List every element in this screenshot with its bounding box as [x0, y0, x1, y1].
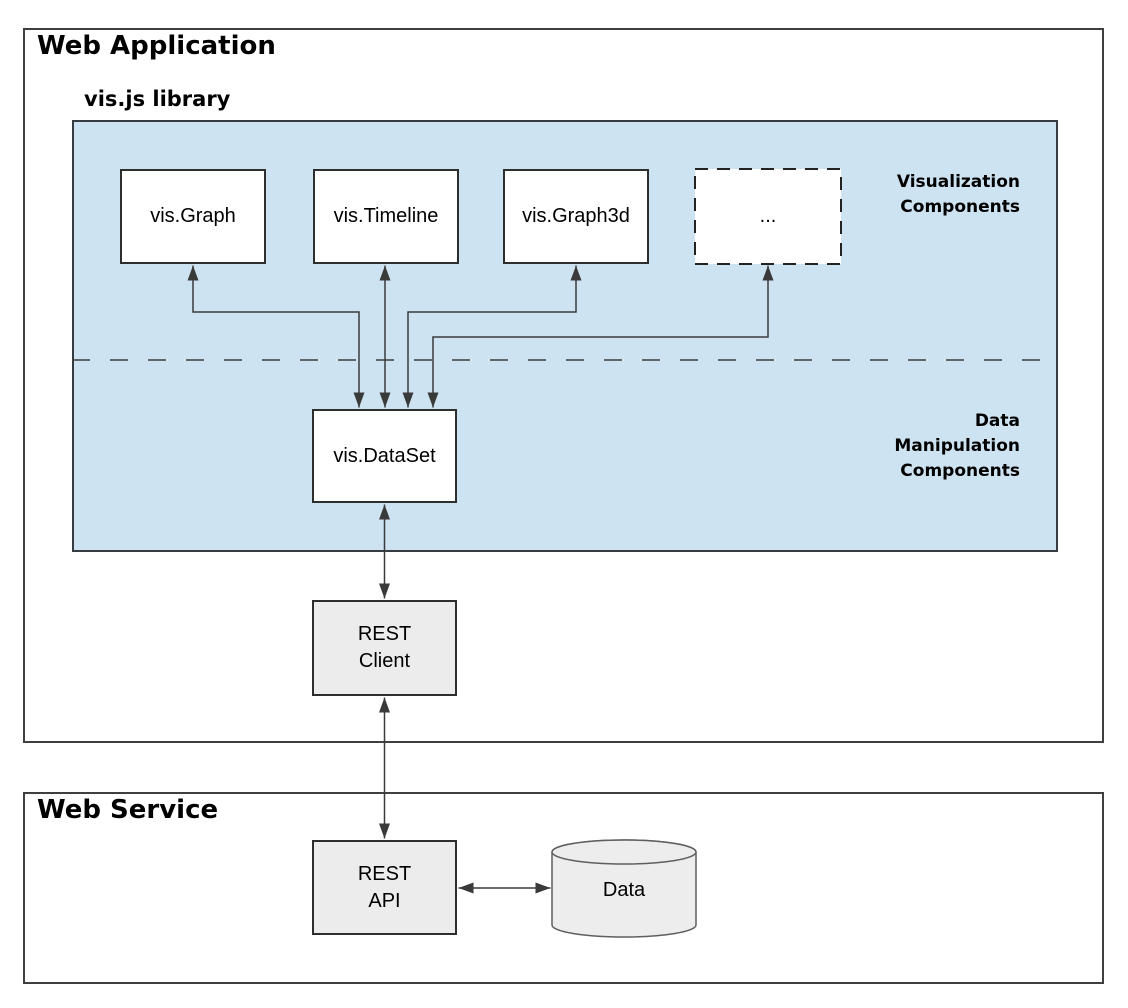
visjs-library-label: vis.js library: [84, 87, 231, 111]
vis-graph3d-label: vis.Graph3d: [522, 205, 630, 227]
more-components-label: ...: [759, 205, 777, 227]
rest-api-label: REST API: [357, 862, 412, 912]
rest-client-box: REST Client: [312, 600, 457, 696]
web-service-container: [23, 792, 1104, 984]
vis-graph-label: vis.Graph: [150, 205, 236, 227]
rest-api-box: REST API: [312, 840, 457, 935]
data-manipulation-components-label: Data Manipulation Components: [894, 411, 1020, 481]
web-application-container: [23, 28, 1104, 743]
component-box-vis-graph3d: vis.Graph3d: [503, 169, 649, 264]
component-box-vis-timeline: vis.Timeline: [313, 169, 459, 264]
dataset-box: vis.DataSet: [312, 409, 457, 503]
rest-client-label: REST Client: [357, 623, 412, 672]
component-box-vis-graph: vis.Graph: [120, 169, 266, 264]
web-service-title: Web Service: [37, 795, 219, 825]
web-application-title: Web Application: [37, 31, 276, 61]
vis-timeline-label: vis.Timeline: [333, 205, 439, 227]
dataset-label: vis.DataSet: [333, 444, 436, 467]
visualization-components-label: Visualization Components: [896, 172, 1020, 217]
